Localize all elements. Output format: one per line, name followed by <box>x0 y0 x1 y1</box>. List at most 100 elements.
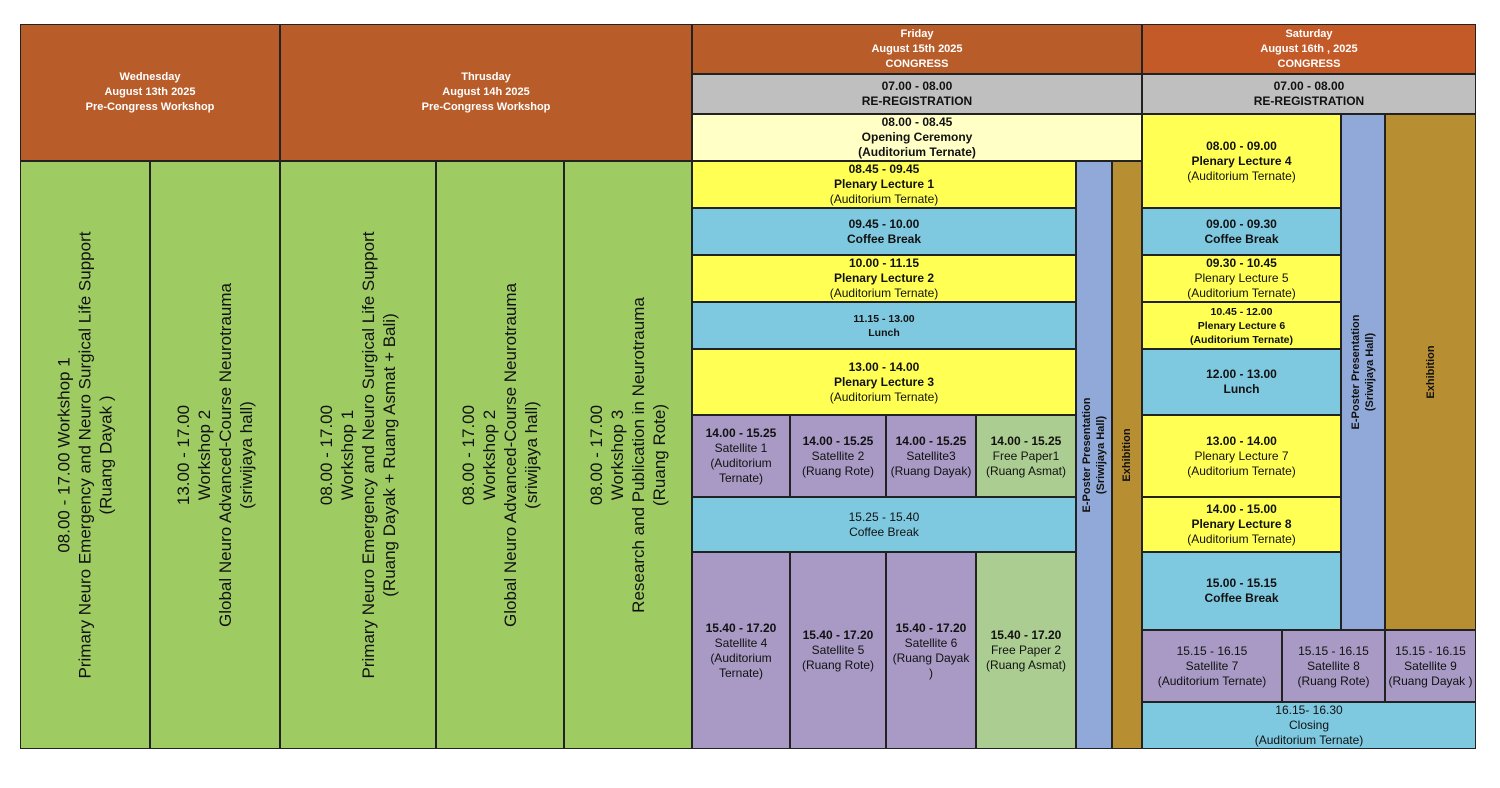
sat-eposter-line-1: E-Poster Presentation <box>1350 314 1362 430</box>
sat-plenary-4-line-3: (Auditorium Ternate) <box>1187 168 1296 183</box>
thu-workshop-2-line-2: Workshop 2 <box>480 409 499 501</box>
thu-workshop-2-line-1: 08.00 - 17.00 <box>459 404 478 506</box>
fri-free-paper-2-line-2: Free Paper 2 <box>990 643 1062 657</box>
sat-plenary-7-line-2: Plenary Lecture 7 <box>1194 448 1289 463</box>
sat-satellite-9-line-2: Satellite 9 <box>1404 658 1457 673</box>
wed-workshop-1-line-3: (Ruang Dayak ) <box>96 395 116 515</box>
sat-eposter-text: E-Poster Presentation(Sriwijaya Hall) <box>1349 315 1377 430</box>
sat-plenary-6-line-2: Plenary Lecture 6 <box>1197 319 1286 332</box>
fri-satellite-2-line-3: (Ruang Rote) <box>801 463 875 478</box>
fri-satellite-6-line-3: (Ruang Dayak ) <box>892 650 970 680</box>
sat-closing-line-3: (Auditorium Ternate) <box>1254 733 1364 747</box>
sat-satellite-8-line-2: Satellite 8 <box>1307 658 1360 673</box>
fri-satellite-5-line-2: Satellite 5 <box>811 643 865 657</box>
fri-plenary-3-line-2: Plenary Lecture 3 <box>833 374 935 389</box>
fri-satellite-3-line-2: Satellite3 <box>906 448 956 463</box>
header-friday-line-1: Friday <box>900 27 934 40</box>
fri-satellite-3-line-3: (Ruang Dayak) <box>890 463 972 478</box>
sat-eposter-line-2: (Sriwijaya Hall) <box>1364 332 1376 412</box>
fri-eposter: E-Poster Presentation(Sriwijaya Hall) <box>1076 161 1112 749</box>
thu-workshop-2-line-3: Global Neuro Advanced-Course Neurotrauma <box>501 283 520 627</box>
wed-workshop-1-line-2: Primary Neuro Emergency and Neuro Surgic… <box>75 231 95 679</box>
fri-plenary-1-line-1: 08.45 - 09.45 <box>848 162 920 176</box>
header-saturday-line-2: August 16th , 2025 <box>1260 42 1358 55</box>
fri-satellite-5-line-1: 15.40 - 17.20 <box>802 628 874 642</box>
wed-workshop-2-line-2: Workshop 2 <box>195 409 214 501</box>
sat-lunch-line-1: 12.00 - 13.00 <box>1206 367 1277 381</box>
header-thursday-line-1: Thrusday <box>461 71 511 83</box>
header-wednesday-line-1: Wednesday <box>119 71 181 83</box>
fri-coffee-break-1-line-1: 09.45 - 10.00 <box>848 216 920 231</box>
fri-plenary-2-line-2: Plenary Lecture 2 <box>833 271 935 285</box>
fri-plenary-2-line-3: (Auditorium Ternate) <box>829 286 939 300</box>
thu-workshop-3-line-4: (Ruang Rote) <box>650 403 669 507</box>
header-saturday-line-3: CONGRESS <box>1277 57 1341 70</box>
fri-opening-ceremony-line-2: Opening Ceremony <box>861 130 973 144</box>
sat-plenary-8-line-2: Plenary Lecture 8 <box>1191 517 1292 531</box>
fri-free-paper-1-line-3: (Ruang Asmat) <box>985 463 1067 478</box>
fri-satellite-4-line-3: (Auditorium Ternate) <box>710 650 772 680</box>
fri-coffee-break-2-line-1: 15.25 - 15.40 <box>848 509 920 524</box>
sat-exhibition: Exhibition <box>1385 114 1476 630</box>
fri-satellite-6-line-2: Satellite 6 <box>904 635 958 650</box>
sat-exhibition-text: Exhibition <box>1424 345 1438 398</box>
thu-workshop-1-line-4: (Ruang Dayak + Ruang Asmat + Bali) <box>380 313 399 597</box>
sat-satellite-7-line-3: (Auditorium Ternate) <box>1157 673 1267 688</box>
sat-satellite-9-line-3: (Ruang Dayak ) <box>1388 673 1473 688</box>
sat-satellite-8-line-3: (Ruang Rote) <box>1297 673 1370 688</box>
thu-workshop-1-line-1: 08.00 - 17.00 <box>317 404 336 506</box>
fri-satellite-2-line-2: Satellite 2 <box>811 448 865 463</box>
sat-satellite-8-line-1: 15.15 - 16.15 <box>1298 643 1369 658</box>
fri-satellite-4-line-1: 15.40 - 17.20 <box>705 620 777 635</box>
fri-lunch-line-2: Lunch <box>868 326 900 339</box>
sat-reregistration-line-2: RE-REGISTRATION <box>1253 94 1365 108</box>
header-thursday-line-3: Pre-Congress Workshop <box>421 101 551 113</box>
sat-satellite-7-line-2: Satellite 7 <box>1185 658 1239 673</box>
sat-coffee-break-1-line-1: 09.00 - 09.30 <box>1206 216 1277 231</box>
thu-workshop-3-line-2: Workshop 3 <box>608 409 627 501</box>
sat-plenary-8-line-1: 14.00 - 15.00 <box>1206 502 1277 516</box>
fri-satellite-4-line-2: Satellite 4 <box>714 635 768 650</box>
fri-satellite-1-line-1: 14.00 - 15.25 <box>705 426 777 440</box>
wed-workshop-2-line-4: (sriwijaya hall) <box>237 401 256 509</box>
fri-eposter-line-1: E-Poster Presentation <box>1081 397 1093 513</box>
fri-satellite-6-line-1: 15.40 - 17.20 <box>895 620 967 635</box>
fri-free-paper-2-line-3: (Ruang Asmat) <box>985 658 1067 672</box>
thu-workshop-1-line-3: Primary Neuro Emergency and Neuro Surgic… <box>359 231 378 679</box>
header-wednesday-line-3: Pre-Congress Workshop <box>85 101 215 113</box>
sat-plenary-4-line-1: 08.00 - 09.00 <box>1206 138 1277 153</box>
header-friday-line-3: CONGRESS <box>885 57 949 70</box>
sat-plenary-6-line-3: (Auditorium Ternate) <box>1189 333 1294 346</box>
fri-satellite-5-line-3: (Ruang Rote) <box>801 658 875 672</box>
fri-free-paper-1-line-1: 14.00 - 15.25 <box>990 433 1062 448</box>
fri-free-paper-2-line-1: 15.40 - 17.20 <box>990 628 1062 642</box>
fri-reregistration-line-2: RE-REGISTRATION <box>861 94 973 108</box>
header-friday-line-2: August 15th 2025 <box>871 42 963 55</box>
sat-satellite-9-line-1: 15.15 - 16.15 <box>1395 643 1466 658</box>
